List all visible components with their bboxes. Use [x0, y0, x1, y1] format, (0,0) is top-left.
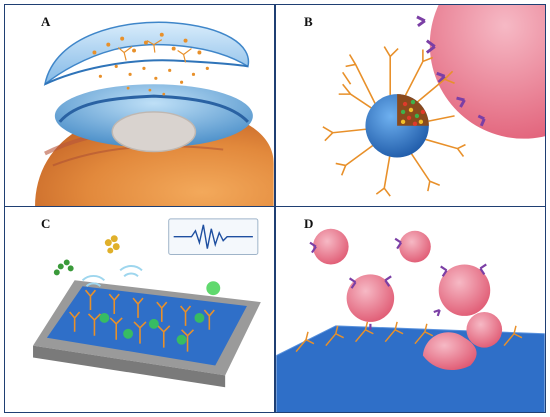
panel-c: C	[4, 206, 275, 413]
panel-label-a: A	[41, 14, 51, 29]
panel-label-c: C	[41, 216, 51, 231]
capture-substrate	[276, 325, 545, 412]
binding-glow	[99, 281, 221, 345]
panel-label-d: D	[304, 216, 314, 231]
biosensor-illustration	[33, 218, 261, 388]
analyte-molecule-green	[53, 259, 74, 276]
eye-contact-lens-illustration	[35, 21, 274, 207]
cell-receptors	[309, 237, 487, 330]
analyte-molecule-yellow	[104, 235, 120, 254]
captured-cell	[422, 332, 477, 370]
cell-capture-illustration	[276, 228, 545, 412]
floating-cells	[312, 228, 503, 370]
signal-waveform	[173, 224, 253, 249]
cell-receptors	[416, 15, 486, 127]
drug-payload	[400, 99, 426, 127]
panel-b: B	[275, 4, 546, 208]
target-cell-shape	[429, 5, 545, 139]
panel-a: A	[4, 4, 275, 208]
panel-d: D	[275, 206, 546, 413]
sensor-substrate	[46, 286, 247, 366]
signal-waves	[81, 265, 143, 288]
contact-lens-shape	[43, 21, 250, 87]
panel-label-b: B	[304, 14, 313, 29]
dendrimer-brush	[69, 289, 215, 352]
dendrimer-particles	[92, 32, 209, 96]
dendrimer-nanoparticle-illustration	[322, 5, 545, 197]
lens-inner	[111, 111, 197, 153]
dendrimer-branches	[322, 46, 466, 197]
